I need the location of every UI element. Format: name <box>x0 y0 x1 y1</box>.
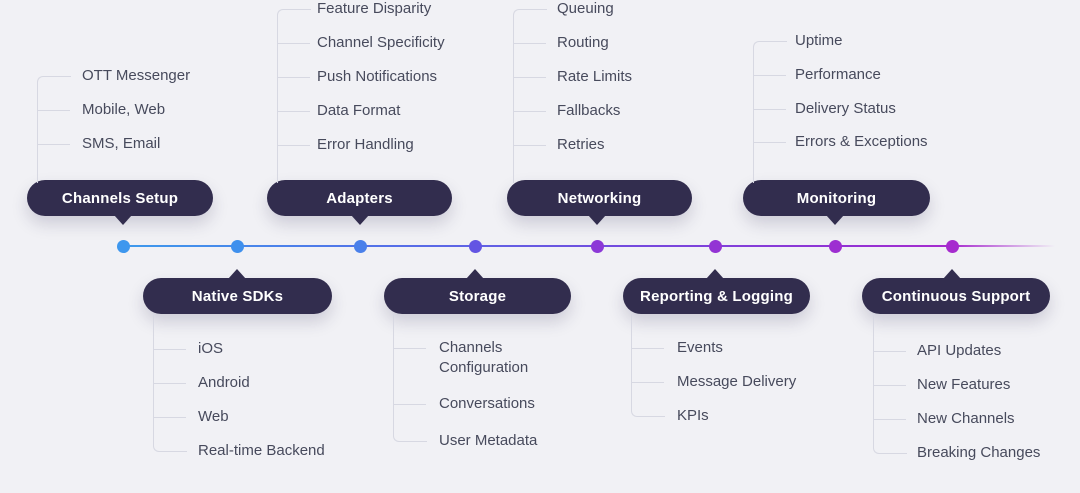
tree-tick <box>393 348 426 349</box>
tree-corner <box>37 76 71 183</box>
tree-tick <box>37 144 70 145</box>
tree-tick <box>631 382 664 383</box>
tree-item-errors-exceptions: Errors & Exceptions <box>795 133 928 150</box>
tree-tick <box>277 43 310 44</box>
tree-tick <box>753 109 786 110</box>
milestone-label: Monitoring <box>796 189 877 207</box>
tree-tick <box>277 111 310 112</box>
tree-tick <box>153 349 186 350</box>
tree-item-web: Web <box>198 408 229 425</box>
tree-item-api-updates: API Updates <box>917 342 1002 359</box>
tree-corner <box>277 9 311 183</box>
tree-tick <box>513 77 546 78</box>
tree-tick <box>37 110 70 111</box>
tree-item-data-format: Data Format <box>317 102 401 119</box>
tree-item-real-time-backend: Real-time Backend <box>198 442 325 459</box>
tree-item-queuing: Queuing <box>557 0 614 17</box>
milestone-label: Reporting & Logging <box>640 287 793 305</box>
tree-item-routing: Routing <box>557 34 609 51</box>
milestone-pill-reporting-logging: Reporting & Logging <box>623 278 810 314</box>
tree-tick <box>513 111 546 112</box>
tree-corner <box>753 41 787 183</box>
tree-tick <box>153 383 186 384</box>
tree-item-conversations: Conversations <box>439 395 535 412</box>
timeline-dot-monitoring <box>829 240 842 253</box>
tree-item-channels-configuration: Channels Configuration <box>439 339 529 376</box>
pill-pointer-up <box>706 269 724 279</box>
milestone-label: Storage <box>448 287 507 305</box>
pill-pointer-up <box>228 269 246 279</box>
milestone-pill-native-sdks: Native SDKs <box>143 278 332 314</box>
milestone-pill-networking: Networking <box>507 180 692 216</box>
tree-item-push-notifications: Push Notifications <box>317 68 438 85</box>
tree-item-breaking-changes: Breaking Changes <box>917 444 1041 461</box>
timeline-dot-storage <box>469 240 482 253</box>
timeline-dot-adapters <box>354 240 367 253</box>
tree-item-ios: iOS <box>198 340 224 357</box>
tree-item-performance: Performance <box>795 66 881 83</box>
milestone-label: Continuous Support <box>881 287 1031 305</box>
tree-tick <box>873 385 906 386</box>
timeline-dot-channels-setup <box>117 240 130 253</box>
tree-item-rate-limits: Rate Limits <box>557 68 633 85</box>
milestone-label: Adapters <box>326 189 393 207</box>
milestone-pill-storage: Storage <box>384 278 571 314</box>
tree-item-channel-specificity: Channel Specificity <box>317 34 445 51</box>
tree-tick <box>753 142 786 143</box>
tree-tick <box>153 417 186 418</box>
tree-item-error-handling: Error Handling <box>317 136 414 153</box>
tree-item-feature-disparity: Feature Disparity <box>317 0 432 17</box>
tree-tick <box>753 75 786 76</box>
tree-item-ott-messenger: OTT Messenger <box>82 67 191 84</box>
milestone-label: Networking <box>557 189 642 207</box>
tree-tick <box>513 145 546 146</box>
milestone-pill-channels-setup: Channels Setup <box>27 180 213 216</box>
tree-tick <box>873 419 906 420</box>
milestone-pill-adapters: Adapters <box>267 180 452 216</box>
tree-corner <box>513 9 547 183</box>
tree-item-message-delivery: Message Delivery <box>677 373 797 390</box>
tree-corner <box>393 314 427 442</box>
pill-pointer-up <box>943 269 961 279</box>
tree-item-sms-email: SMS, Email <box>82 135 161 152</box>
tree-item-events: Events <box>677 339 723 356</box>
tree-tick <box>513 43 546 44</box>
timeline-dot-continuous-support <box>946 240 959 253</box>
tree-item-retries: Retries <box>557 136 605 153</box>
tree-item-user-metadata: User Metadata <box>439 432 538 449</box>
tree-item-kpis: KPIs <box>677 407 709 424</box>
tree-corner <box>873 314 907 454</box>
tree-item-uptime: Uptime <box>795 32 843 49</box>
tree-item-fallbacks: Fallbacks <box>557 102 621 119</box>
tree-item-delivery-status: Delivery Status <box>795 100 896 117</box>
pill-pointer-down <box>826 215 844 225</box>
tree-tick <box>277 145 310 146</box>
pill-pointer-down <box>351 215 369 225</box>
milestone-label: Channels Setup <box>61 189 179 207</box>
tree-item-android: Android <box>198 374 250 391</box>
milestone-pill-continuous-support: Continuous Support <box>862 278 1050 314</box>
tree-tick <box>277 77 310 78</box>
timeline-dot-reporting-logging <box>709 240 722 253</box>
pill-pointer-down <box>114 215 132 225</box>
tree-item-new-features: New Features <box>917 376 1011 393</box>
timeline-line <box>123 245 1055 247</box>
milestone-pill-monitoring: Monitoring <box>743 180 930 216</box>
pill-pointer-down <box>588 215 606 225</box>
tree-item-new-channels: New Channels <box>917 410 1015 427</box>
pill-pointer-up <box>466 269 484 279</box>
timeline-dot-native-sdks <box>231 240 244 253</box>
tree-tick <box>631 348 664 349</box>
tree-tick <box>393 404 426 405</box>
tree-tick <box>873 351 906 352</box>
tree-item-mobile-web: Mobile, Web <box>82 101 166 118</box>
milestone-label: Native SDKs <box>191 287 284 305</box>
timeline-dot-networking <box>591 240 604 253</box>
tree-corner <box>631 314 665 417</box>
